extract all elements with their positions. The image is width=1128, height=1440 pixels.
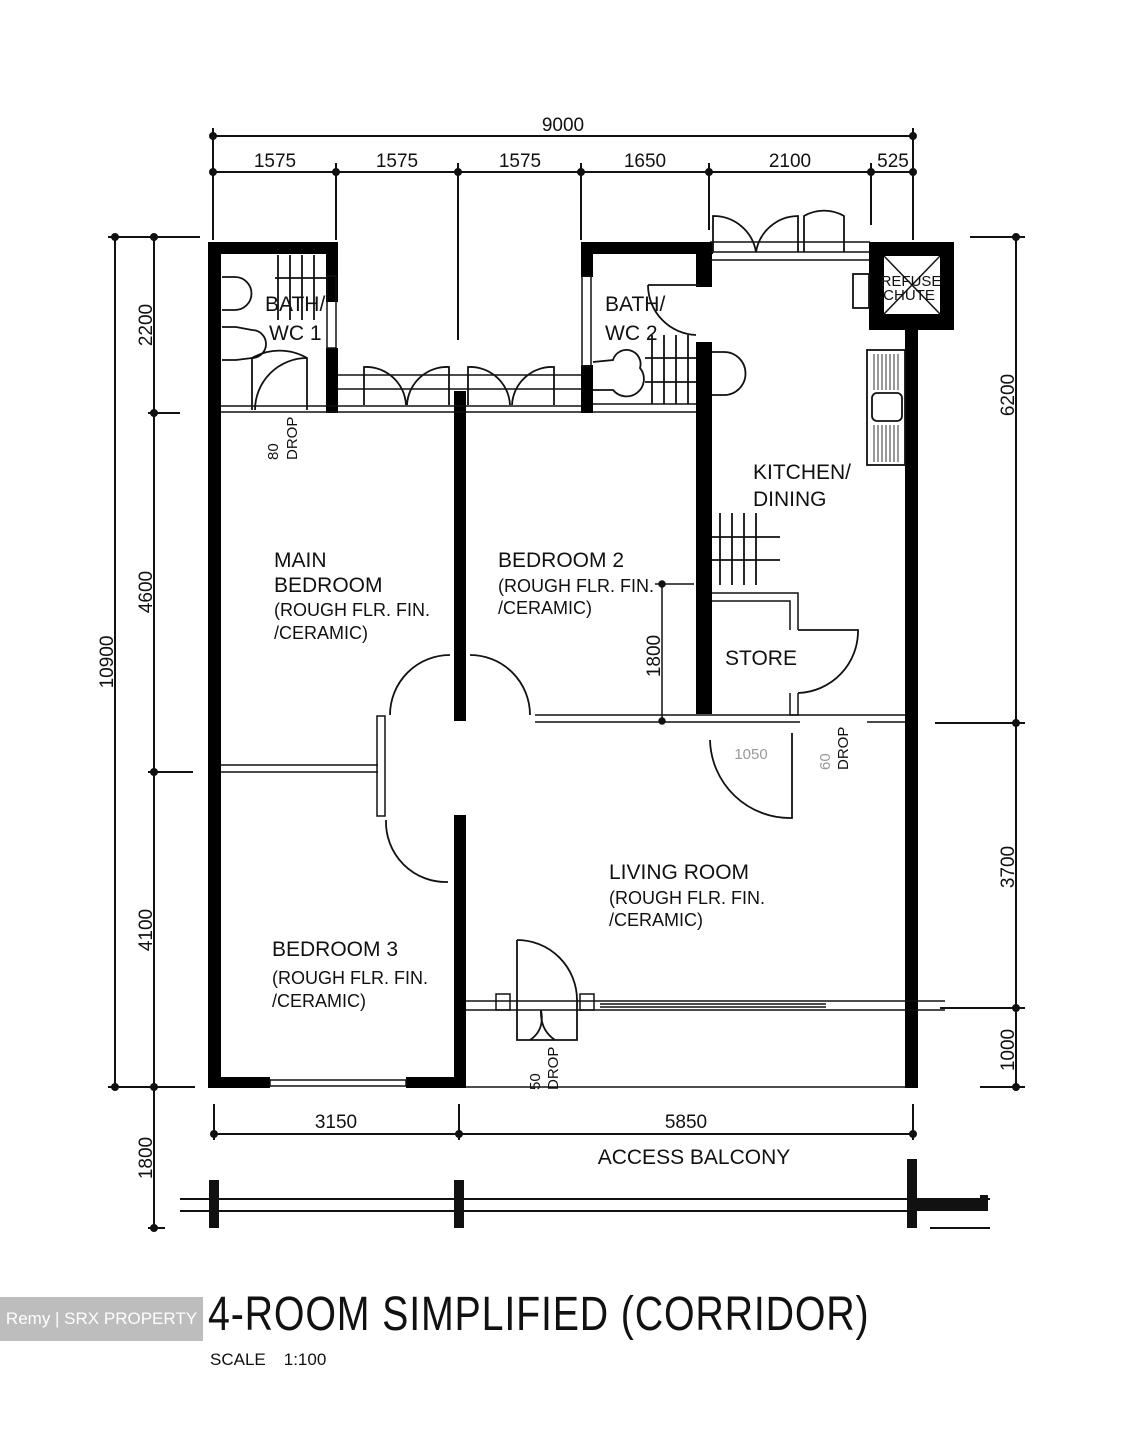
scale-value: 1:100 bbox=[283, 1350, 327, 1369]
dim-right-3: 1000 bbox=[998, 1029, 1019, 1071]
dim-left-3: 4100 bbox=[136, 909, 157, 951]
drop-kitchen-label: DROP bbox=[835, 727, 852, 770]
fixtures bbox=[222, 255, 906, 585]
dim-top-3: 1575 bbox=[499, 151, 541, 172]
label-main-bedroom-line4: /CERAMIC) bbox=[274, 623, 368, 643]
bottom-dimensions bbox=[210, 1104, 917, 1140]
label-bedroom2-line1: BEDROOM 2 bbox=[498, 549, 624, 572]
right-dimensions bbox=[935, 233, 1025, 1091]
label-bedroom3-line3: /CERAMIC) bbox=[272, 991, 366, 1011]
dim-right-2: 3700 bbox=[998, 846, 1019, 888]
label-bath2-line1: BATH/ bbox=[605, 293, 665, 316]
watermark: Remy | SRX PROPERTY bbox=[0, 1297, 203, 1341]
label-living-line1: LIVING ROOM bbox=[609, 861, 749, 884]
dim-balcony-depth: 1800 bbox=[136, 1137, 157, 1179]
drop-bath1-value: 80 bbox=[265, 443, 282, 460]
dim-top-6: 525 bbox=[877, 151, 909, 172]
floor-plan: 9000 1575 1575 1575 1650 2100 525 2200 4… bbox=[97, 115, 1025, 1232]
dim-left-1: 2200 bbox=[136, 304, 157, 346]
label-living-line2: (ROUGH FLR. FIN. bbox=[609, 888, 765, 908]
drop-bath1-label: DROP bbox=[284, 417, 301, 460]
label-access-balcony: ACCESS BALCONY bbox=[598, 1146, 791, 1169]
dim-top-4: 1650 bbox=[624, 151, 666, 172]
drop-entrance-label: DROP bbox=[545, 1047, 562, 1090]
label-store: STORE bbox=[725, 647, 797, 670]
dim-bottom-1: 3150 bbox=[315, 1112, 357, 1133]
plan-title: 4-ROOM SIMPLIFIED (CORRIDOR) bbox=[208, 1288, 870, 1341]
label-refuse: REFUSE bbox=[881, 273, 942, 290]
label-chute: CHUTE bbox=[883, 287, 935, 304]
refuse-chute bbox=[883, 255, 941, 315]
doors bbox=[251, 209, 859, 1041]
top-dimensions bbox=[209, 128, 917, 340]
label-kitchen-line2: DINING bbox=[753, 488, 827, 511]
dim-left-2: 4600 bbox=[136, 571, 157, 613]
dim-right-1: 6200 bbox=[998, 374, 1019, 416]
dim-overall-width: 9000 bbox=[542, 115, 584, 136]
dim-top-5: 2100 bbox=[769, 151, 811, 172]
label-bath2-line2: WC 2 bbox=[605, 322, 658, 345]
drop-entrance-value: 50 bbox=[527, 1073, 544, 1090]
label-main-bedroom-line2: BEDROOM bbox=[274, 574, 383, 597]
label-bedroom3-line1: BEDROOM 3 bbox=[272, 938, 398, 961]
label-kitchen-line1: KITCHEN/ bbox=[753, 461, 851, 484]
scale-note: SCALE 1:100 bbox=[210, 1350, 326, 1370]
walls bbox=[208, 242, 954, 1088]
drop-kitchen-value: 60 bbox=[817, 753, 834, 770]
label-bedroom2-line2: (ROUGH FLR. FIN. bbox=[498, 576, 654, 596]
dim-bottom-2: 5850 bbox=[665, 1112, 707, 1133]
label-bath1-line1: BATH/ bbox=[265, 293, 325, 316]
store-dimension bbox=[655, 580, 694, 725]
dim-store-height: 1800 bbox=[644, 635, 665, 677]
label-bedroom2-line3: /CERAMIC) bbox=[498, 598, 592, 618]
access-balcony bbox=[180, 1159, 990, 1229]
scale-label: SCALE bbox=[210, 1350, 266, 1369]
dim-top-1: 1575 bbox=[254, 151, 296, 172]
label-bath1-line2: WC 1 bbox=[269, 322, 322, 345]
label-living-line3: /CERAMIC) bbox=[609, 910, 703, 930]
label-bedroom3-line2: (ROUGH FLR. FIN. bbox=[272, 968, 428, 988]
sink-grilles bbox=[873, 354, 899, 462]
left-dimensions bbox=[108, 233, 200, 1232]
label-main-bedroom-line1: MAIN bbox=[274, 549, 327, 572]
dim-top-2: 1575 bbox=[376, 151, 418, 172]
dim-overall-depth: 10900 bbox=[97, 636, 118, 689]
label-main-bedroom-line3: (ROUGH FLR. FIN. bbox=[274, 600, 430, 620]
dim-door-width: 1050 bbox=[734, 746, 767, 763]
